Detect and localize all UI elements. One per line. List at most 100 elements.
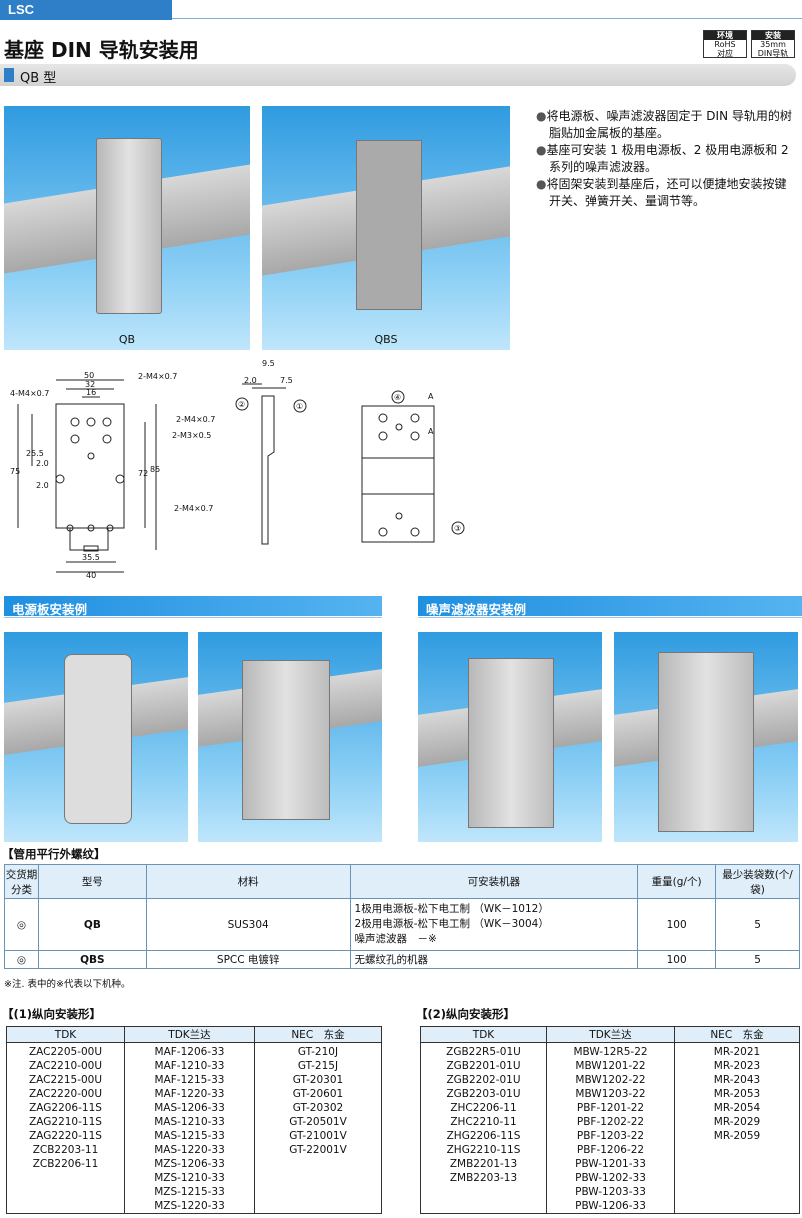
type-bar: QB 型 (0, 64, 796, 86)
svg-text:A: A (428, 427, 434, 436)
list-item: ZGB2203-01U (446, 1088, 521, 1100)
list-item: MAS-1220-33 (154, 1144, 225, 1156)
list-item: MR-2021 (713, 1046, 761, 1058)
svg-text:25.5: 25.5 (26, 449, 44, 458)
list-item: PBW-1201-33 (575, 1158, 646, 1170)
list-item: MZS-1220-33 (154, 1200, 225, 1212)
series-tag: LSC (0, 0, 172, 20)
list-item: ZAG2220-11S (29, 1130, 102, 1142)
svg-text:2-M4×0.7: 2-M4×0.7 (138, 372, 177, 381)
list-item: ZHG2206-11S (446, 1130, 521, 1142)
table-row: ◎ QBS SPCC 电镀锌 无螺纹孔的机器 100 5 (4, 950, 800, 969)
list-item: ZHC2206-11 (450, 1102, 517, 1114)
list-item: MR-2059 (713, 1130, 761, 1142)
feature-item: ●基座可安装 1 极用电源板、2 极用电源板和 2 系列的噪声滤波器。 (536, 143, 789, 174)
side-profile (261, 395, 275, 545)
svg-text:2.0: 2.0 (244, 376, 257, 385)
list-item: GT-20501V (289, 1116, 347, 1128)
list-item: MAF-1210-33 (154, 1060, 225, 1072)
svg-text:2-M4×0.7: 2-M4×0.7 (176, 415, 215, 424)
photo-noise-2 (614, 632, 798, 842)
svg-text:④: ④ (394, 393, 401, 402)
list-item: MR-2029 (713, 1116, 761, 1128)
list-item: ZAC2215-00U (28, 1074, 103, 1086)
list-item: MAS-1210-33 (154, 1116, 225, 1128)
list-item: MBW1201-22 (575, 1060, 646, 1072)
photo-qbs: QBS (262, 106, 510, 350)
svg-text:72: 72 (138, 469, 148, 478)
list-item: ZMB2203-13 (449, 1172, 518, 1184)
svg-text:40: 40 (86, 571, 96, 580)
list-item: ZMB2201-13 (449, 1158, 518, 1170)
list-item: ZGB22R5-01U (446, 1046, 521, 1058)
list-item: MZS-1215-33 (154, 1186, 225, 1198)
list-item: GT-215J (297, 1060, 339, 1072)
list1-heading: 【(1)纵向安装形】 (2, 1007, 102, 1021)
list-item: PBW-1203-33 (575, 1186, 646, 1198)
svg-text:35.5: 35.5 (82, 553, 100, 562)
list-cell: ZGB22R5-01U ZGB2201-01U ZGB2202-01U ZGB2203… (420, 1042, 547, 1214)
mounted-view (361, 405, 435, 543)
section-power: 电源板安装例 (4, 596, 382, 617)
table-row: ZGB22R5-01U ZGB2201-01U ZGB2202-01U ZGB2203… (420, 1042, 800, 1214)
list-item: MAS-1206-33 (154, 1102, 225, 1114)
photo-qb: QB (4, 106, 250, 350)
dimension-drawing: 50 32 16 4-M4×0.7 2-M4×0.7 2-M4×0.7 2-M3… (10, 359, 465, 580)
svg-text:2.0: 2.0 (36, 481, 49, 490)
list-item: MBW1202-22 (575, 1074, 646, 1086)
list-item: ZAG2210-11S (29, 1116, 102, 1128)
svg-text:2.0: 2.0 (36, 459, 49, 468)
photo-power-1pole (198, 632, 382, 842)
spec-table: 交货期分类 型号 材料 可安装机器 重量(g/个) 最少装袋数(个/袋) ◎ Q… (4, 864, 800, 969)
list-item: MAF-1215-33 (154, 1074, 225, 1086)
list-item: ZGB2201-01U (446, 1060, 521, 1072)
svg-text:32: 32 (85, 380, 95, 389)
list-item: PBW-1202-33 (575, 1172, 646, 1184)
page-title: 基座 DIN 导轨安装用 (4, 38, 199, 62)
spec-note: ※注. 表中的※代表以下机种。 (4, 979, 131, 990)
list-item: GT-20302 (292, 1102, 344, 1114)
list-item: MZS-1206-33 (154, 1158, 225, 1170)
list-item: ZAG2206-11S (29, 1102, 102, 1114)
list-item: GT-210J (297, 1046, 339, 1058)
svg-text:16: 16 (86, 388, 96, 397)
front-plate (55, 403, 125, 529)
list-item: MZS-1210-33 (154, 1172, 225, 1184)
list-item: MR-2053 (713, 1088, 761, 1100)
list-item: MR-2043 (713, 1074, 761, 1086)
svg-text:③: ③ (454, 524, 461, 533)
list-item: ZGB2202-01U (446, 1074, 521, 1086)
svg-text:②: ② (238, 400, 245, 409)
list-item: MAF-1206-33 (154, 1046, 225, 1058)
photo-noise-1 (418, 632, 602, 842)
svg-text:4-M4×0.7: 4-M4×0.7 (10, 389, 49, 398)
list-item: PBF-1202-22 (576, 1116, 645, 1128)
photo-power-2pole (4, 632, 188, 842)
list-item: GT-20301 (292, 1074, 344, 1086)
svg-text:A: A (428, 392, 434, 401)
svg-text:2-M3×0.5: 2-M3×0.5 (172, 431, 211, 440)
list-item: PBW-1206-33 (575, 1200, 646, 1212)
feature-item: ●将固架安装到基座后，还可以便捷地安装按键开关、弹簧开关、量调节等。 (536, 177, 787, 208)
table-row: ◎ QB SUS304 1极用电源板-松下电工制 （WK－1012）2极用电源板… (4, 898, 800, 951)
header-rule (172, 18, 802, 19)
list-item: ZAC2205-00U (28, 1046, 103, 1058)
svg-text:2-M4×0.7: 2-M4×0.7 (174, 504, 213, 513)
svg-text:①: ① (296, 402, 303, 411)
svg-text:7.5: 7.5 (280, 376, 293, 385)
list-item: GT-20601 (292, 1088, 344, 1100)
list-item: PBF-1206-22 (576, 1144, 645, 1156)
list-item: MBW-12R5-22 (573, 1046, 648, 1058)
svg-text:85: 85 (150, 465, 160, 474)
feature-list: ●将电源板、噪声滤波器固定于 DIN 导轨用的树脂贴加金属板的基座。 ●基座可安… (536, 108, 794, 210)
list-item: MR-2023 (713, 1060, 761, 1072)
list-item: MBW1203-22 (575, 1088, 646, 1100)
